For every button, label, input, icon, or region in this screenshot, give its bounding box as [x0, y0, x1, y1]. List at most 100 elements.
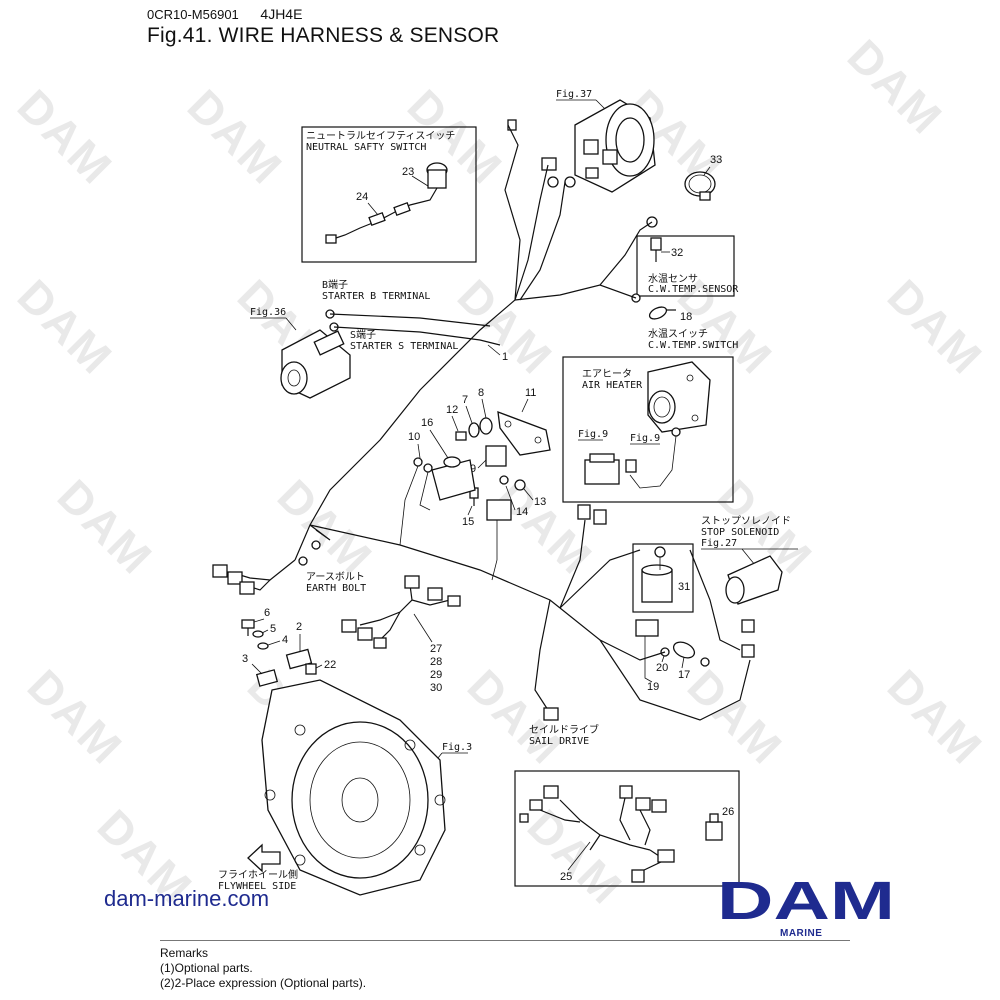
adapter-block [635, 619, 659, 637]
fig-ref: Fig.27 [701, 538, 737, 549]
cw-switch-label-en: C.W.TEMP.SWITCH [648, 340, 738, 351]
remarks: Remarks (1)Optional parts. (2)2-Place ex… [160, 946, 366, 991]
flywheel-housing [261, 679, 446, 896]
starter-b-label-jp: B端子 [322, 278, 348, 291]
air-heater-label-jp: エアヒータ [582, 368, 632, 380]
divider [160, 940, 850, 941]
part-number: 2 [296, 621, 302, 633]
ring-terminal [564, 176, 576, 188]
sub-harness-25 [519, 785, 675, 883]
part-number: 30 [430, 682, 442, 694]
cw-temp-switch [648, 306, 676, 320]
washer [257, 642, 269, 650]
part-number: 9 [470, 463, 476, 475]
part-number: 27 [430, 643, 442, 655]
flywheel-side-arrow-icon [247, 843, 281, 873]
fig-ref: Fig.36 [250, 307, 286, 318]
ring-terminal [413, 457, 423, 467]
bolt [241, 619, 255, 629]
part-number: 22 [324, 659, 336, 671]
part-number: 10 [408, 431, 420, 443]
relay [485, 445, 507, 467]
bolt [305, 663, 317, 675]
solenoid-relay [431, 456, 476, 501]
stop-solenoid [725, 555, 783, 605]
air-heater-label-en: AIR HEATER [582, 380, 643, 391]
engine-model: 4JH4E [260, 6, 303, 22]
main-harness [294, 124, 653, 609]
part-number: 32 [671, 247, 683, 259]
fig-ref: Fig.9 [578, 429, 608, 440]
spacer [285, 648, 313, 670]
ring-terminal [298, 556, 308, 566]
relay-26 [705, 813, 723, 841]
starter-motor [280, 329, 351, 399]
stop-solenoid-label-en: STOP SOLENOID [701, 527, 779, 538]
logo-subtitle: MARINE [780, 928, 823, 939]
earth-bolt-label-jp: アースボルト [306, 571, 365, 583]
alternator [574, 99, 656, 193]
part-number: 12 [446, 404, 458, 416]
connector [741, 644, 755, 658]
harness-25-box [514, 770, 740, 887]
part-number: 16 [421, 417, 433, 429]
part-number: 4 [282, 634, 288, 646]
ring-terminal [547, 176, 559, 188]
connector [593, 509, 607, 525]
svg-text:DAM: DAM [717, 877, 895, 923]
part-number: 23 [402, 166, 414, 178]
starter-s-label-jp: S端子 [350, 328, 376, 341]
neutral-switch-box [301, 126, 477, 263]
part-number: 33 [710, 154, 722, 166]
cw-sensor-box [636, 235, 735, 297]
starter-b-label-en: STARTER B TERMINAL [322, 291, 430, 302]
relay-bracket [497, 411, 551, 456]
part-number: 28 [430, 656, 442, 668]
bolt [455, 431, 467, 441]
ring-terminal [311, 540, 321, 550]
part-number: 14 [516, 506, 528, 518]
fig-ref: Fig.37 [556, 89, 592, 100]
heater-relay [584, 453, 620, 485]
part-number: 3 [242, 653, 248, 665]
part-31-box [632, 543, 694, 613]
part-number: 26 [722, 806, 734, 818]
ring-terminal [423, 463, 433, 473]
cw-temp-sensor [650, 237, 662, 262]
connector [227, 571, 243, 585]
remark-item: (1)Optional parts. [160, 961, 253, 975]
fig-ref: Fig.3 [442, 742, 472, 753]
flywheel-label-en: FLYWHEEL SIDE [218, 881, 296, 892]
cw-sensor-label-en: C.W.TEMP.SENSOR [648, 284, 739, 295]
neutral-switch-label-jp: ニュートラルセイフティスイッチ [306, 130, 455, 142]
cw-switch-label-jp: 水温スイッチ [648, 328, 708, 340]
part-number: 5 [270, 623, 276, 635]
connector [741, 619, 755, 633]
remark-item: (2)2-Place expression (Optional parts). [160, 976, 367, 990]
part-number: 1 [502, 351, 508, 363]
connector [212, 564, 228, 578]
part-number: 17 [678, 669, 690, 681]
starter-s-label-en: STARTER S TERMINAL [350, 341, 458, 352]
hose-clamp [684, 171, 716, 201]
website-link[interactable]: dam-marine.com [104, 886, 270, 911]
sub-harness-27 [341, 575, 461, 649]
part-number: 31 [678, 581, 690, 593]
part-number: 20 [656, 662, 668, 674]
ring-terminal [700, 657, 710, 667]
ring-terminal [671, 427, 681, 437]
ring-terminal [654, 546, 666, 558]
oil-pressure-switch [641, 564, 673, 603]
sail-drive-label-jp: セイルドライブ [529, 723, 599, 736]
earth-bolt-label-en: EARTH BOLT [306, 583, 366, 594]
neutral-switch-label-en: NEUTRAL SAFTY SWITCH [306, 142, 426, 153]
part-number: 11 [525, 387, 536, 399]
cw-sensor-label-jp: 水温センサ [648, 273, 698, 285]
part-number: 29 [430, 669, 442, 681]
sail-drive-label-en: SAIL DRIVE [529, 736, 589, 747]
part-number: 13 [534, 496, 546, 508]
figure-title: Fig.41. WIRE HARNESS & SENSOR [147, 24, 500, 47]
nut [499, 475, 509, 485]
part-number: 24 [356, 191, 368, 203]
